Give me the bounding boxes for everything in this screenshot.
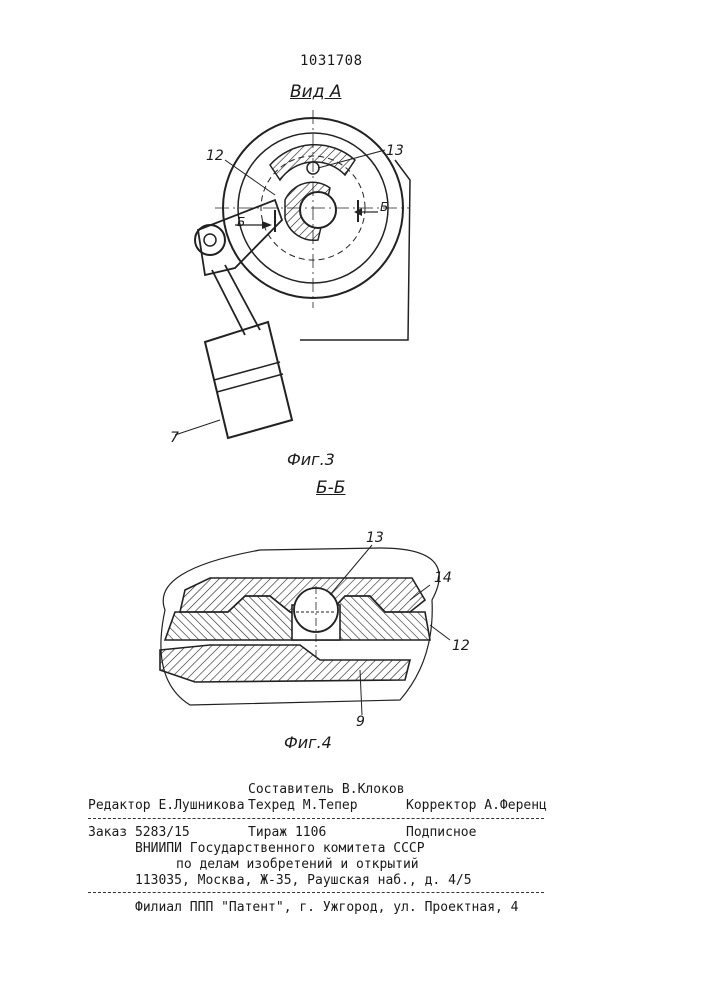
branch: Филиал ППП "Патент", г. Ужгород, ул. Про… [135, 900, 519, 915]
org-address: 113035, Москва, Ж-35, Раушская наб., д. … [135, 873, 472, 888]
divider-bottom [88, 892, 544, 893]
section-bb-title: Б-Б [316, 478, 345, 498]
corrector: Корректор А.Ференц [406, 798, 547, 813]
org-line-2: по делам изобретений и открытий [176, 857, 419, 872]
figure-4-caption: Фиг.4 [284, 733, 332, 752]
label-part-12-fig4: 12 [452, 638, 470, 654]
org-line-1: ВНИИПИ Государственного комитета СССР [135, 841, 425, 856]
label-part-14: 14 [434, 570, 452, 586]
figure-3-caption: Фиг.3 [287, 450, 335, 469]
label-part-13-fig3: 13 [386, 143, 404, 159]
label-part-7: 7 [170, 430, 179, 446]
editor: Редактор Е.Лушникова [88, 798, 245, 813]
subscription: Подписное [406, 825, 476, 840]
label-part-9: 9 [356, 714, 365, 730]
label-section-left: Б [237, 215, 245, 229]
circulation: Тираж 1106 [248, 825, 326, 840]
techred: Техред М.Тепер [248, 798, 358, 813]
order-number: Заказ 5283/15 [88, 825, 190, 840]
label-section-right: Б [380, 200, 388, 214]
label-part-13-fig4: 13 [366, 530, 384, 546]
layer-9 [160, 645, 410, 682]
divider-top [88, 818, 544, 819]
compiler: Составитель В.Клоков [248, 782, 405, 797]
label-part-12-fig3: 12 [206, 148, 224, 164]
